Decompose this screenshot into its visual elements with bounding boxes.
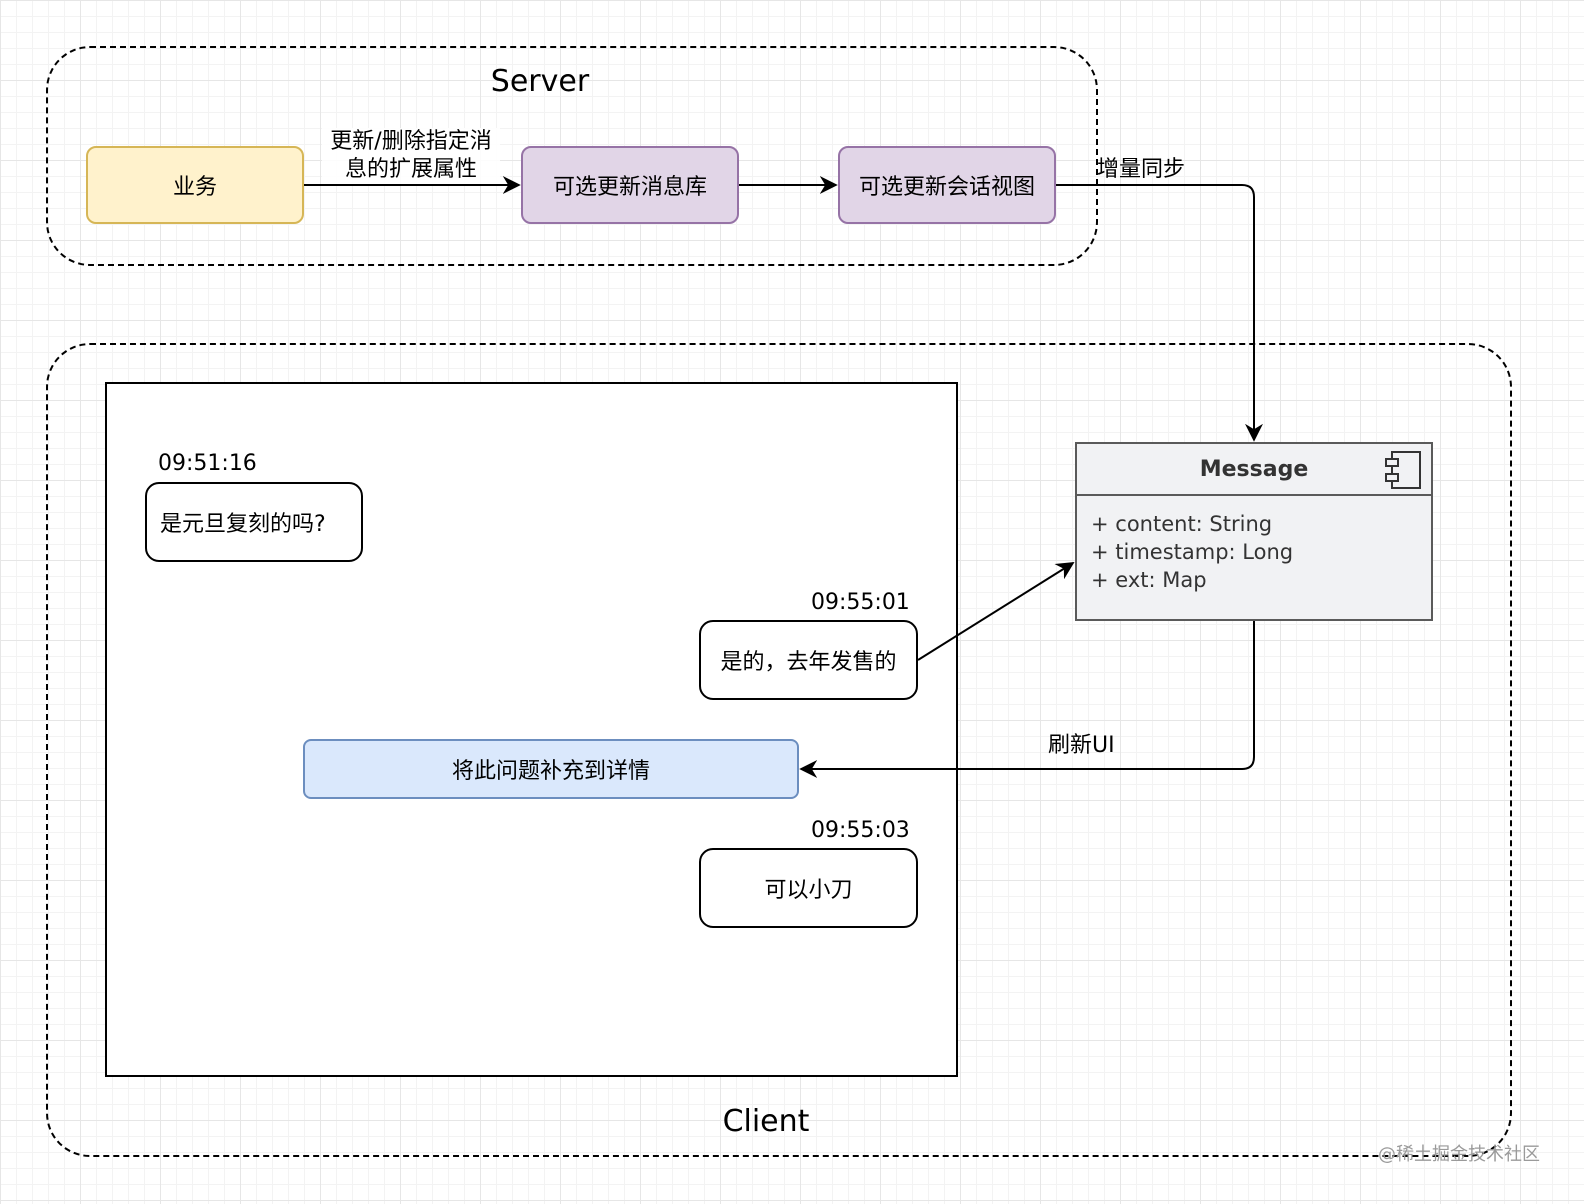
message-class-box[interactable]: Message + content: String + timestamp: L… — [1075, 442, 1433, 621]
notice-banner[interactable]: 将此问题补充到详情 — [303, 739, 799, 799]
chat-bubble-2[interactable]: 是的，去年发售的 — [699, 620, 918, 700]
business-node[interactable]: 业务 — [86, 146, 304, 224]
client-title: Client — [722, 1104, 810, 1139]
update-session-view-node[interactable]: 可选更新会话视图 — [838, 146, 1056, 224]
message-time-2: 09:55:01 — [811, 590, 910, 615]
field-ext: + ext: Map — [1091, 568, 1207, 592]
field-content: + content: String — [1091, 512, 1273, 536]
field-timestamp: + timestamp: Long — [1091, 540, 1294, 564]
client-container — [46, 343, 1512, 1157]
edge-label-update-ext: 更新/删除指定消 息的扩展属性 — [322, 128, 500, 184]
edge-label-update-line1: 更新/删除指定消 — [330, 129, 492, 154]
edge-label-incremental-sync: 增量同步 — [1097, 157, 1186, 182]
chat-bubble-3[interactable]: 可以小刀 — [699, 848, 918, 928]
edge-label-refresh-ui: 刷新UI — [1048, 733, 1115, 758]
server-title: Server — [490, 64, 590, 99]
edge-label-update-line2: 息的扩展属性 — [344, 157, 477, 182]
chat-bubble-1[interactable]: 是元旦复刻的吗? — [145, 482, 363, 562]
watermark-text: @稀土掘金技术社区 — [1378, 1144, 1540, 1165]
message-class-header: Message — [1077, 444, 1431, 496]
edge-refresh-ui — [799, 621, 1255, 778]
edge-incremental-sync — [1056, 184, 1263, 442]
message-class-fields: + content: String + timestamp: Long + ex… — [1077, 496, 1431, 594]
edge-bubble-to-message — [917, 562, 1075, 661]
message-class-name: Message — [1199, 456, 1309, 482]
server-container — [46, 46, 1098, 266]
update-message-db-node[interactable]: 可选更新消息库 — [521, 146, 739, 224]
component-icon — [1385, 451, 1421, 489]
message-time-3: 09:55:03 — [811, 818, 910, 843]
message-time-1: 09:51:16 — [158, 451, 257, 476]
